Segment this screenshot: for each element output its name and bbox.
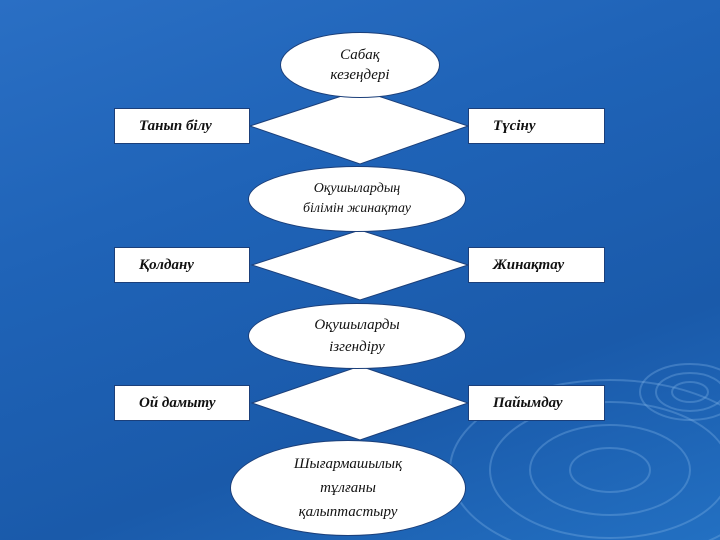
ellipse-bilim-zhinaktau: Оқушылардың білімін жинақтау	[248, 166, 466, 232]
box-oi-damytu: Ой дамыту	[114, 385, 250, 421]
ellipse-sabak-kezenderi: Сабақ кезеңдері	[280, 32, 440, 98]
box-zhinaktau: Жинақтау	[468, 247, 605, 283]
diamond-3	[250, 365, 470, 441]
diamond-1	[248, 89, 470, 165]
ellipse-izdendiru: Оқушыларды ізгендіру	[248, 303, 466, 369]
ellipse-shygarmashylyk: Шығармашылық тұлғаны қалыптастыру	[230, 440, 466, 536]
box-paiymdau: Пайымдау	[468, 385, 605, 421]
box-koldanu: Қолдану	[114, 247, 250, 283]
diamond-2	[250, 229, 470, 301]
box-tanyp-bilu: Танып білу	[114, 108, 250, 144]
box-tusinu: Түсіну	[468, 108, 605, 144]
